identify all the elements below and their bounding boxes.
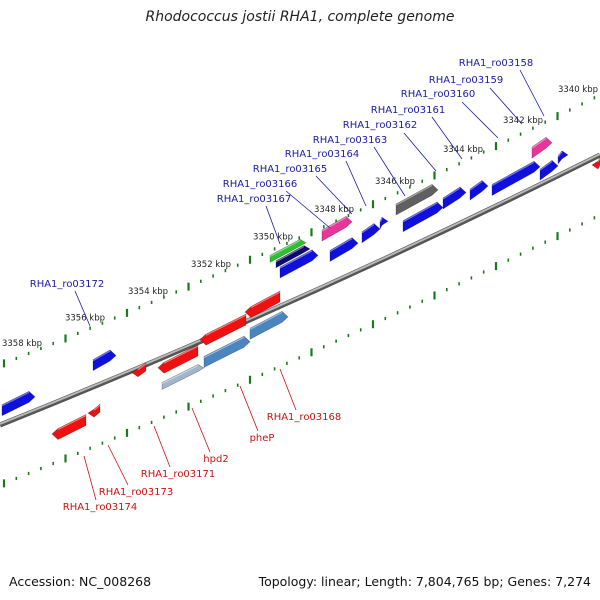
gene-label-reverse[interactable]: pheP [250, 433, 275, 444]
scale-tick-label: 3358 kbp [2, 339, 42, 349]
gene-reverse[interactable] [244, 290, 281, 318]
lower-scale-rail [2, 216, 596, 488]
gene-forward[interactable] [557, 150, 569, 165]
label-leader-line [489, 87, 523, 125]
gene-forward[interactable] [92, 349, 117, 372]
gene-label-reverse[interactable]: hpd2 [203, 454, 228, 465]
label-leader-line [107, 444, 129, 486]
gene-label-forward[interactable]: RHA1_ro03172 [30, 279, 105, 290]
scale-tick-label: 3350 kbp [253, 233, 293, 243]
backbone-layer [0, 152, 600, 428]
label-leader-line [285, 190, 331, 229]
gene-label-reverse[interactable]: RHA1_ro03174 [63, 502, 138, 513]
gene-forward[interactable] [269, 238, 307, 263]
gene-reverse[interactable] [87, 403, 101, 418]
gene-forward[interactable] [361, 223, 381, 244]
gene-forward[interactable] [491, 160, 541, 197]
gene-label-forward[interactable]: RHA1_ro03162 [343, 120, 418, 131]
scale-tick-label: 3356 kbp [65, 313, 105, 323]
scale-tick-label: 3348 kbp [314, 205, 354, 215]
gene-label-forward[interactable]: RHA1_ro03166 [223, 179, 298, 190]
genome-summary-text: Topology: linear; Length: 7,804,765 bp; … [258, 574, 591, 589]
scale-tick-label: 3352 kbp [191, 260, 231, 270]
gene-reverse[interactable] [51, 413, 87, 440]
label-leader-line [191, 407, 211, 453]
gene-forward[interactable] [531, 136, 553, 159]
scale-tick-label: 3344 kbp [443, 145, 483, 155]
gene-forward[interactable] [469, 180, 489, 201]
label-leader-line [239, 385, 259, 432]
gene-forward[interactable] [442, 186, 467, 210]
backbone-shadow [0, 152, 600, 428]
gene-reverse[interactable] [161, 364, 205, 390]
label-leader-line [74, 290, 91, 327]
gene-forward[interactable] [321, 216, 353, 242]
label-leader-line [315, 175, 353, 215]
label-leader-line [519, 69, 545, 117]
label-leader-line [431, 116, 463, 160]
gene-forward[interactable] [279, 249, 319, 279]
scale-tick-label: 3342 kbp [503, 116, 543, 126]
backbone [0, 153, 600, 425]
gene-reverse[interactable] [249, 311, 289, 340]
gene-forward[interactable] [395, 183, 439, 216]
label-leader-line [345, 160, 367, 207]
gene-layer [1, 136, 600, 440]
gene-forward[interactable] [1, 391, 36, 417]
gene-label-reverse[interactable]: RHA1_ro03173 [99, 487, 174, 498]
gene-label-reverse[interactable]: RHA1_ro03171 [141, 469, 216, 480]
scale-tick-label: 3346 kbp [375, 177, 415, 187]
gene-forward[interactable] [379, 216, 389, 230]
label-leader-line [373, 146, 406, 197]
tick-layer: 3340 kbp 3342 kbp 3344 kbp 3346 kbp 3348 kbp… [2, 85, 598, 488]
label-leader-line [279, 368, 297, 411]
gene-forward[interactable] [275, 245, 311, 269]
gene-label-forward[interactable]: RHA1_ro03158 [459, 58, 534, 69]
gene-label-forward[interactable]: RHA1_ro03165 [253, 164, 328, 175]
gene-reverse[interactable] [199, 313, 247, 346]
gene-label-reverse[interactable]: RHA1_ro03168 [267, 412, 342, 423]
label-layer: RHA1_ro03158RHA1_ro03159RHA1_ro03160RHA1… [30, 58, 545, 513]
gene-label-forward[interactable]: RHA1_ro03164 [285, 149, 360, 160]
label-leader-line [83, 455, 97, 501]
gene-label-forward[interactable]: RHA1_ro03161 [371, 105, 446, 116]
gene-forward[interactable] [329, 237, 359, 262]
gene-forward[interactable] [539, 159, 559, 181]
accession-text: Accession: NC_008268 [9, 574, 152, 589]
gene-reverse[interactable] [203, 335, 251, 368]
label-leader-line [265, 205, 281, 245]
label-leader-line [403, 132, 437, 172]
gene-label-forward[interactable]: RHA1_ro03160 [401, 89, 476, 100]
label-leader-line [153, 425, 171, 468]
gene-reverse[interactable] [157, 344, 199, 374]
gene-forward[interactable] [402, 201, 444, 233]
map-title: Rhodococcus jostii RHA1, complete genome [145, 9, 455, 25]
label-leader-line [461, 101, 499, 139]
gene-label-forward[interactable]: RHA1_ro03167 [217, 194, 292, 205]
upper-scale-rail [2, 96, 596, 368]
scale-tick-label: 3354 kbp [128, 287, 168, 297]
gene-reverse[interactable] [131, 362, 147, 378]
scale-tick-label: 3340 kbp [558, 85, 598, 95]
gene-label-forward[interactable]: RHA1_ro03159 [429, 75, 504, 86]
gene-label-forward[interactable]: RHA1_ro03163 [313, 135, 388, 146]
